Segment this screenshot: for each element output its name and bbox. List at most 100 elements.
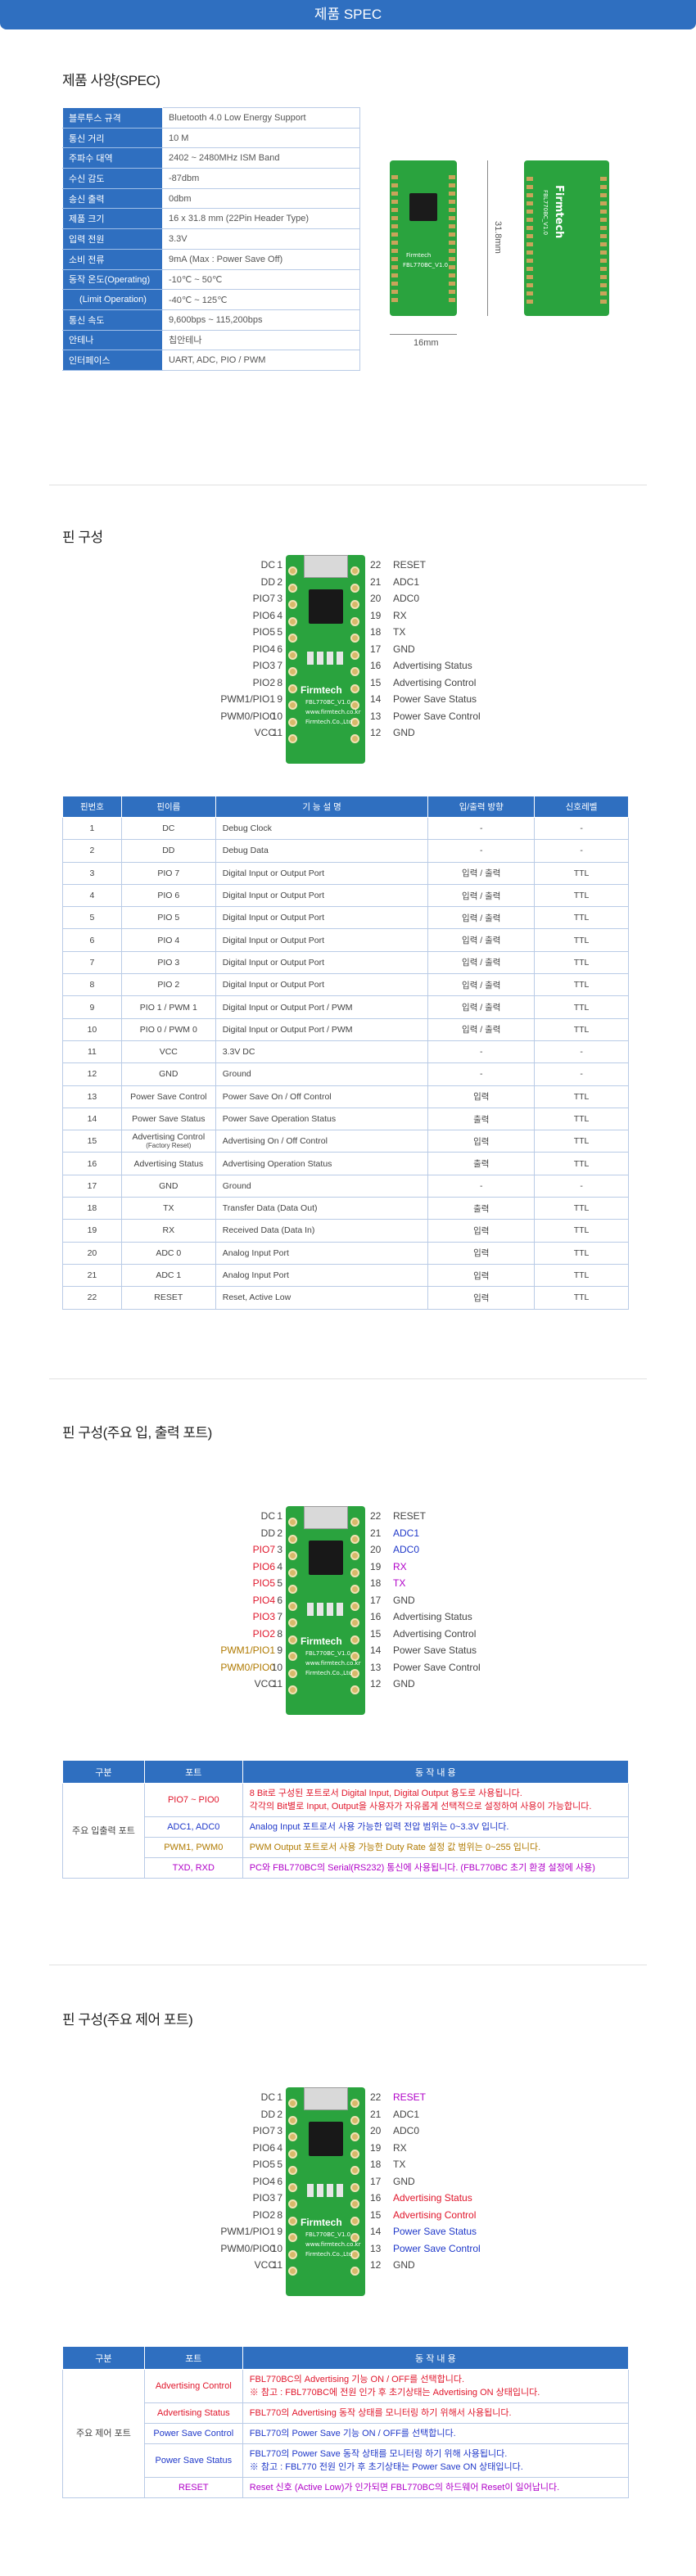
cell-text: TTL [573,1091,590,1102]
pin-section-title: 핀 구성 [62,530,103,545]
pin-number-right: 22 [370,2091,382,2103]
spec-key: 통신 속도 [62,309,163,331]
pin-table-cell: TX [120,1197,216,1220]
back-brand-text: Firmtech [553,185,565,239]
pin-number-left: 4 [277,2141,282,2154]
cell-text: - [480,846,483,856]
pin-table-cell: Digital Input or Output Port [215,928,429,952]
cell-text: Power Save Status [132,1114,206,1124]
pin-name-left: PWM1/PIO1 [220,2226,275,2237]
pin-table-cell: 20 [62,1241,122,1265]
pin-table-cell: TTL [534,1152,629,1175]
cell-text: Digital Input or Output Port [222,913,325,923]
pin-table-cell: 입력 / 출력 [427,861,536,885]
board-company: Firmtech.Co.,Ltd [305,1670,353,1676]
cell-text: TX [163,1203,174,1214]
cell-text: Debug Clock [222,823,272,834]
pin-table-cell: 1 [62,816,122,841]
pin-table-cell: Digital Input or Output Port [215,861,429,885]
pin-table-cell: - [427,816,536,841]
pin-table-cell: Power Save On / Off Control [215,1085,429,1108]
pin-name-left: PIO6 [252,609,275,621]
pin-table-cell: 6 [62,928,122,952]
pin-number-left: 2 [277,575,282,588]
spec-key: 블루투스 규격 [62,107,163,129]
pin-number-left: 3 [277,1544,282,1555]
pin-hole [350,1585,359,1594]
pin-table-cell: TTL [534,1107,629,1131]
pin-name-left: DD [260,2108,275,2120]
pin-number-left: 1 [277,1510,282,1522]
pin-name-left: PIO7 [252,2125,275,2136]
pin-hole [288,2115,297,2125]
spec-value: -87dbm [162,168,360,189]
cell-text: Advertising Control [132,1132,206,1143]
pin-name-left: PIO3 [252,2192,275,2204]
pin-hole [288,1685,297,1694]
pin-table-cell: 입력 / 출력 [427,950,536,975]
pin-table-cell: 입력 [427,1241,536,1265]
pin-name-right: Power Save Control [393,710,481,722]
description-cell: FBL770BC의 Advertising 기능 ON / OFF를 선택합니다… [242,2369,630,2403]
pin-hole [288,2249,297,2259]
description-line: Reset 신호 (Active Low)가 인가되면 FBL770BC의 하드… [249,2483,560,2493]
pin-table-cell: - [427,839,536,863]
pin-table-cell: 2 [62,839,122,863]
pin-hole [288,616,297,626]
cell-subnote: (Factory Reset) [146,1142,192,1150]
pin-name-left: PWM0/PIO0 [220,710,275,722]
cell-text: Digital Input or Output Port [222,980,325,990]
spec-key: 수신 감도 [62,168,163,189]
pin-name-left: PIO7 [252,593,275,604]
table-header: 구분 [62,1760,145,1784]
pin-number-right: 15 [370,676,382,688]
spec-value: Bluetooth 4.0 Low Energy Support [162,107,360,129]
pin-name-left: DC [260,1510,275,1522]
pin-number-right: 14 [370,1644,382,1656]
pin-table-cell: TTL [534,1085,629,1108]
pin-table-cell: TTL [534,973,629,997]
cell-text: ADC 1 [156,1270,182,1281]
cell-text: PIO 7 [157,868,180,878]
pin-number-right: 12 [370,1678,382,1690]
pin-table-cell: Digital Input or Output Port [215,950,429,975]
pin-hole [288,600,297,609]
pin-hole [350,2149,359,2159]
pin-hole [288,2182,297,2192]
pin-hole [350,734,359,743]
cell-text: Ground [222,1180,251,1191]
cell-text: TTL [573,1114,590,1124]
pin-number-right: 16 [370,660,382,671]
pin-name-left: PIO4 [252,1594,275,1606]
pin-hole [350,650,359,660]
spec-section-title: 제품 사양(SPEC) [62,73,160,88]
pin-table-cell: 15 [62,1130,122,1153]
pin-hole [350,616,359,626]
pin-name-left: PIO4 [252,643,275,655]
pin-table-cell: Analog Input Port [215,1241,429,1265]
pin-number-right: 14 [370,2226,382,2237]
description-cell: FBL770의 Power Save 동작 상태를 모니터링 하기 위해 사용됩… [242,2443,630,2478]
pin-number-left: 4 [277,1560,282,1572]
pin-hole [288,1652,297,1661]
cell-text: 22 [87,1293,97,1303]
cell-text: Transfer Data (Data Out) [222,1203,318,1214]
pin-hole [350,2166,359,2175]
table-header: 구분 [62,2346,145,2370]
pin-hole [350,1685,359,1694]
pin-table-cell: 19 [62,1219,122,1243]
